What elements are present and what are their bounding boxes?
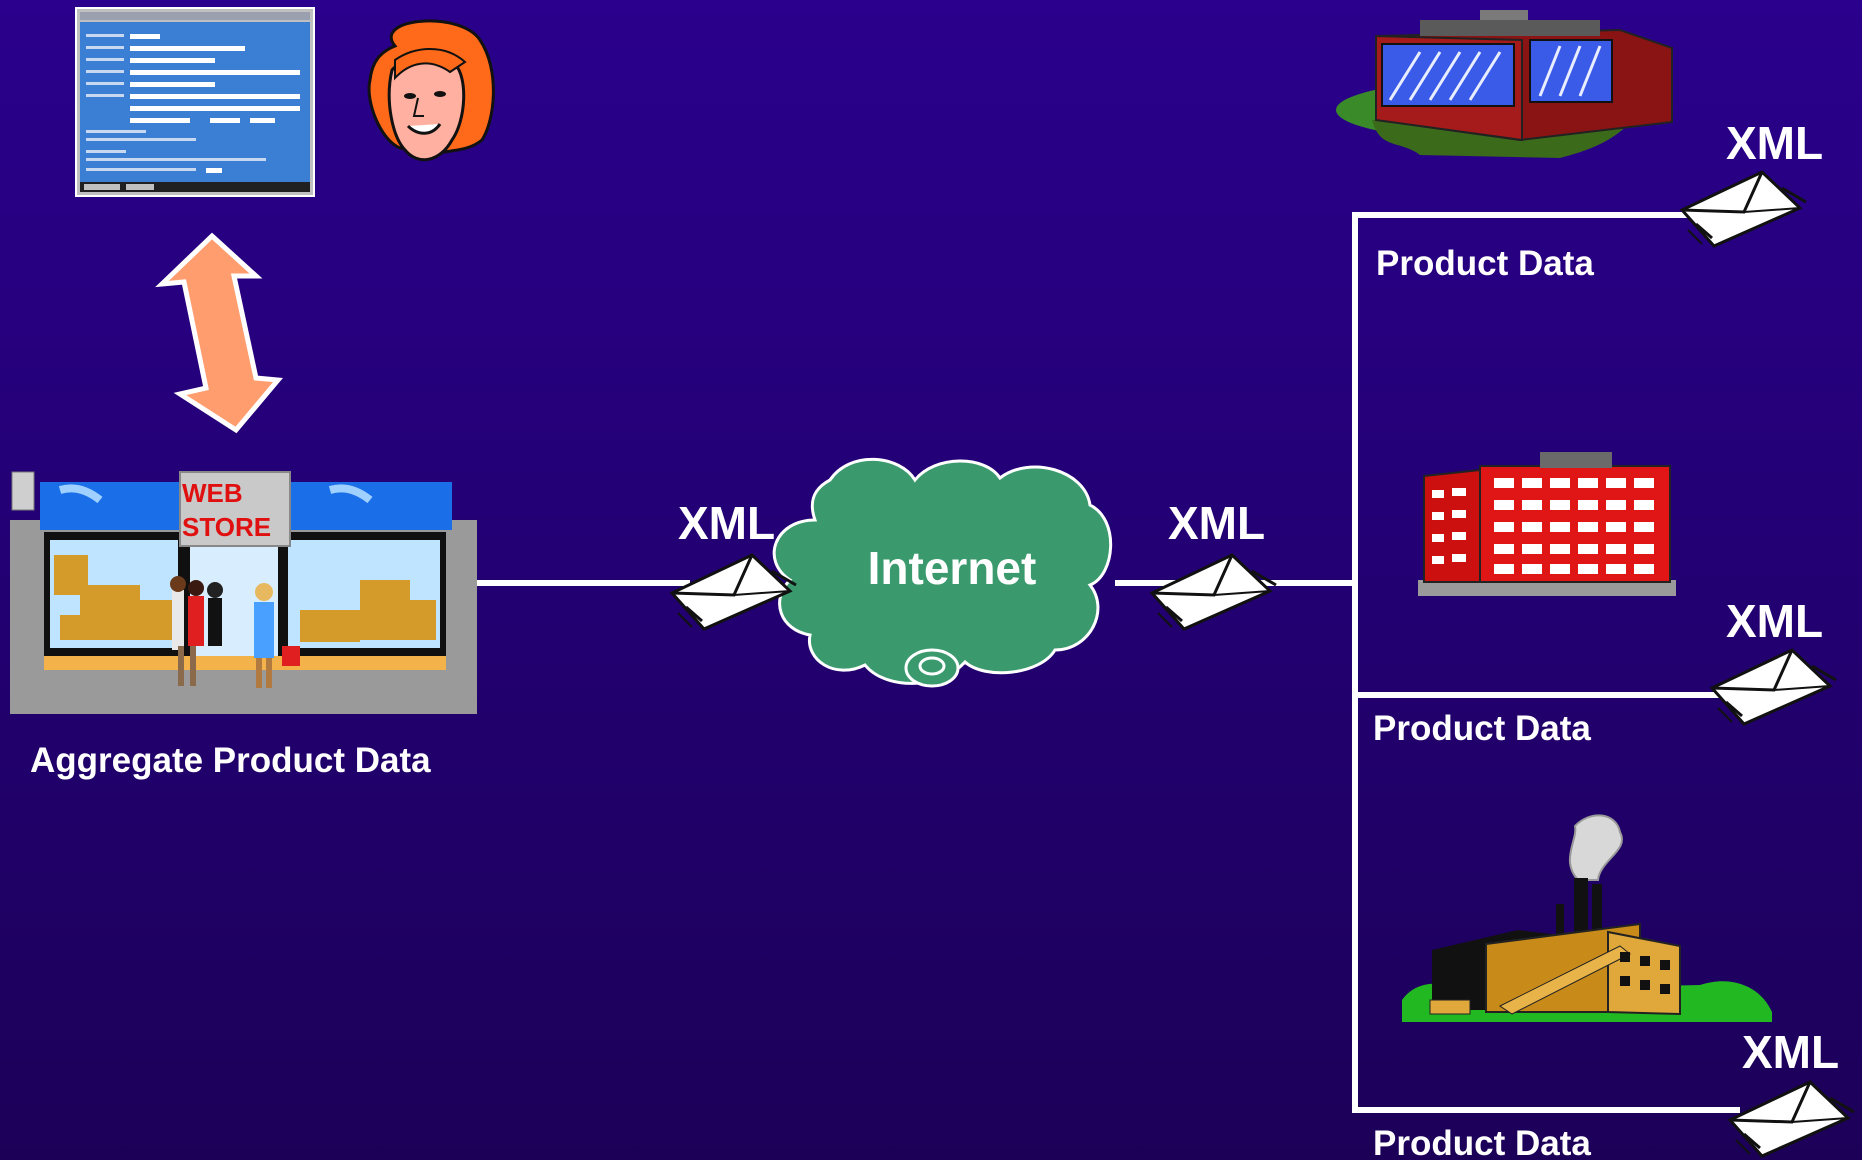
warehouse-icon — [1336, 10, 1673, 158]
product-data-label-3: Product Data — [1373, 1124, 1591, 1160]
envelope-icon — [1680, 170, 1808, 248]
xml-label-store: XML — [678, 497, 775, 549]
xml-label-office: XML — [1726, 595, 1823, 647]
web-store-storefront-icon: WEB STORE — [10, 471, 477, 714]
xml-label-internet: XML — [1168, 497, 1265, 549]
aggregate-product-data-label: Aggregate Product Data — [30, 741, 431, 780]
factory-icon — [1402, 814, 1772, 1022]
store-sign-line1: WEB — [182, 478, 243, 508]
connector-lines — [448, 212, 1740, 1113]
xml-label-warehouse: XML — [1726, 117, 1823, 169]
envelope-icon — [1728, 1080, 1856, 1158]
product-data-label-1: Product Data — [1376, 244, 1594, 283]
bidirectional-arrow-icon — [155, 232, 283, 434]
store-sign-line2: STORE — [182, 512, 271, 542]
internet-label: Internet — [868, 542, 1037, 594]
office-building-icon — [1418, 452, 1676, 596]
woman-face-icon — [367, 19, 495, 162]
product-data-label-2: Product Data — [1373, 709, 1591, 748]
shoppers — [170, 576, 300, 688]
internet-cloud-icon — [772, 457, 1113, 688]
envelope-icon — [1710, 648, 1838, 726]
xml-label-factory: XML — [1742, 1026, 1839, 1078]
order-form-window-icon — [75, 7, 315, 197]
envelope-icon — [1150, 553, 1278, 631]
